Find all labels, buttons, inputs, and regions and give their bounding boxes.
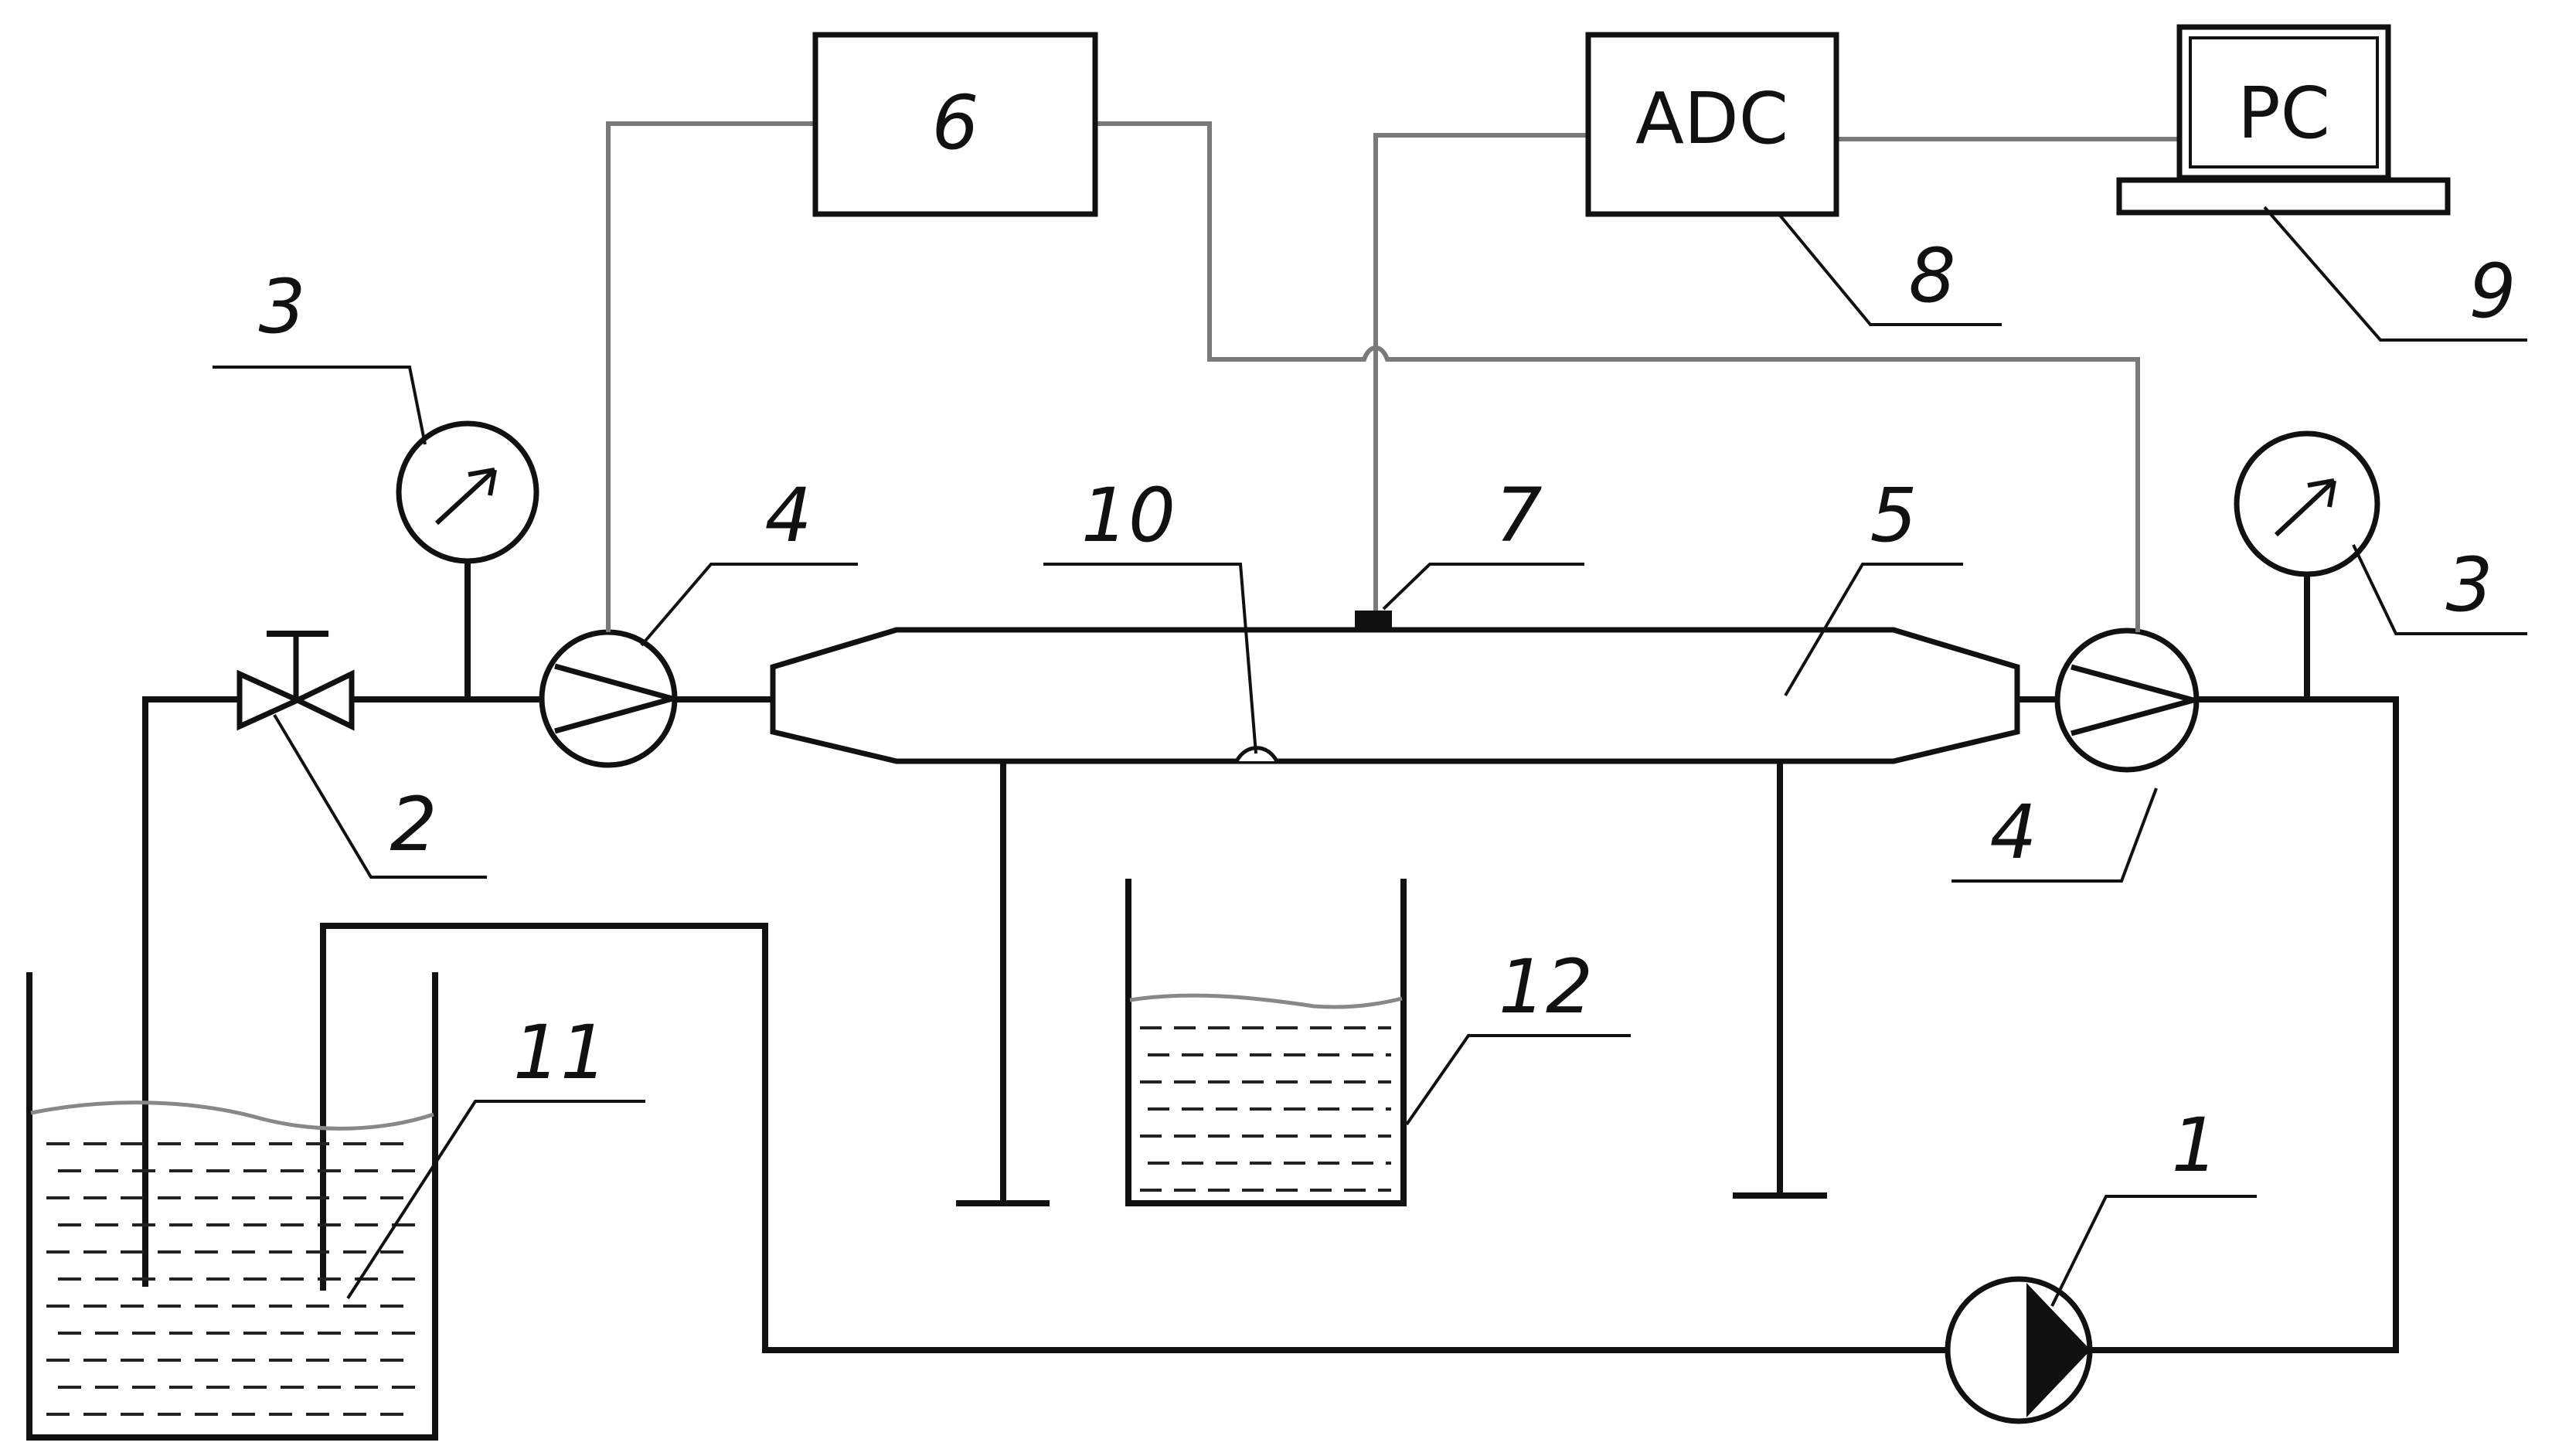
label-channel: 5	[1870, 472, 1917, 559]
reservoir-tank	[26, 972, 438, 1441]
valve-symbol	[236, 631, 355, 731]
pump-symbol	[1945, 1276, 2093, 1424]
label-gauge-left: 3	[258, 264, 305, 350]
tank-liquid-dashes	[46, 1142, 417, 1416]
label-sensor-left: 4	[764, 472, 812, 559]
label-weld: 10	[1081, 472, 1176, 559]
probe-sensor	[1355, 611, 1392, 628]
adc-box: ADC	[1585, 32, 1839, 217]
controller-box-label: 6	[931, 80, 978, 166]
test-channel	[770, 611, 2020, 1206]
label-pump: 1	[2171, 1102, 2218, 1189]
signal-wires	[606, 121, 2179, 632]
label-probe: 7	[1495, 472, 1542, 559]
label-beaker: 12	[1499, 944, 1593, 1030]
label-valve: 2	[390, 781, 437, 868]
pc-label: PC	[2237, 72, 2330, 155]
pressure-gauge-left	[396, 420, 539, 699]
adc-box-label: ADC	[1635, 77, 1788, 160]
component-labels: 3 2 4 10 7 5 8 9 3 4 12 11 1	[258, 233, 2516, 1189]
pressure-gauge-right	[2234, 430, 2380, 699]
pipe-loop	[142, 696, 2399, 1353]
leader-lines	[213, 206, 2527, 1307]
sensor-right	[2054, 628, 2204, 773]
sensor-left	[539, 629, 683, 768]
label-sensor-right: 4	[1989, 789, 2036, 876]
measuring-beaker	[1125, 879, 1407, 1206]
label-gauge-right: 3	[2445, 542, 2492, 628]
label-adc: 8	[1908, 233, 1955, 319]
label-pc: 9	[2469, 248, 2516, 335]
controller-box: 6	[812, 32, 1098, 217]
label-tank: 11	[513, 1009, 607, 1096]
pc-laptop: PC	[2116, 24, 2451, 216]
